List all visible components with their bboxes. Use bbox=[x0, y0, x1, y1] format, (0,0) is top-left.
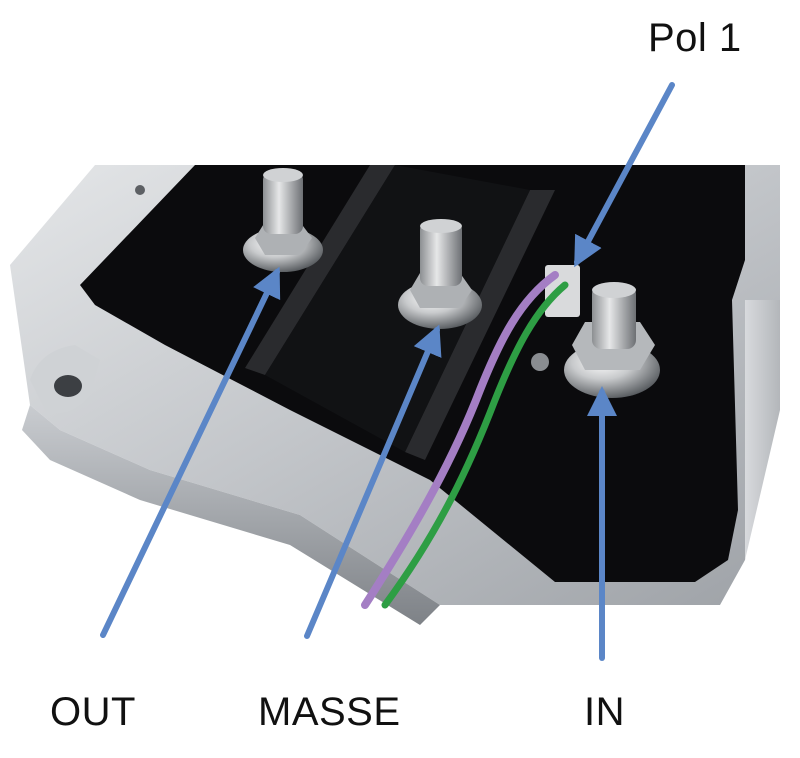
arrow-pol1 bbox=[574, 82, 675, 268]
wires bbox=[361, 271, 569, 609]
label-in: IN bbox=[584, 690, 625, 734]
terminal-out bbox=[243, 168, 323, 272]
arrow-masse bbox=[304, 324, 442, 639]
screw bbox=[531, 353, 549, 371]
label-out: OUT bbox=[50, 690, 136, 734]
arrow-out bbox=[100, 266, 281, 638]
annotation-arrows bbox=[100, 82, 675, 661]
label-masse: MASSE bbox=[258, 690, 401, 734]
terminal-masse bbox=[398, 219, 482, 329]
label-pol-1: Pol 1 bbox=[648, 16, 742, 60]
terminal-in bbox=[564, 282, 660, 398]
